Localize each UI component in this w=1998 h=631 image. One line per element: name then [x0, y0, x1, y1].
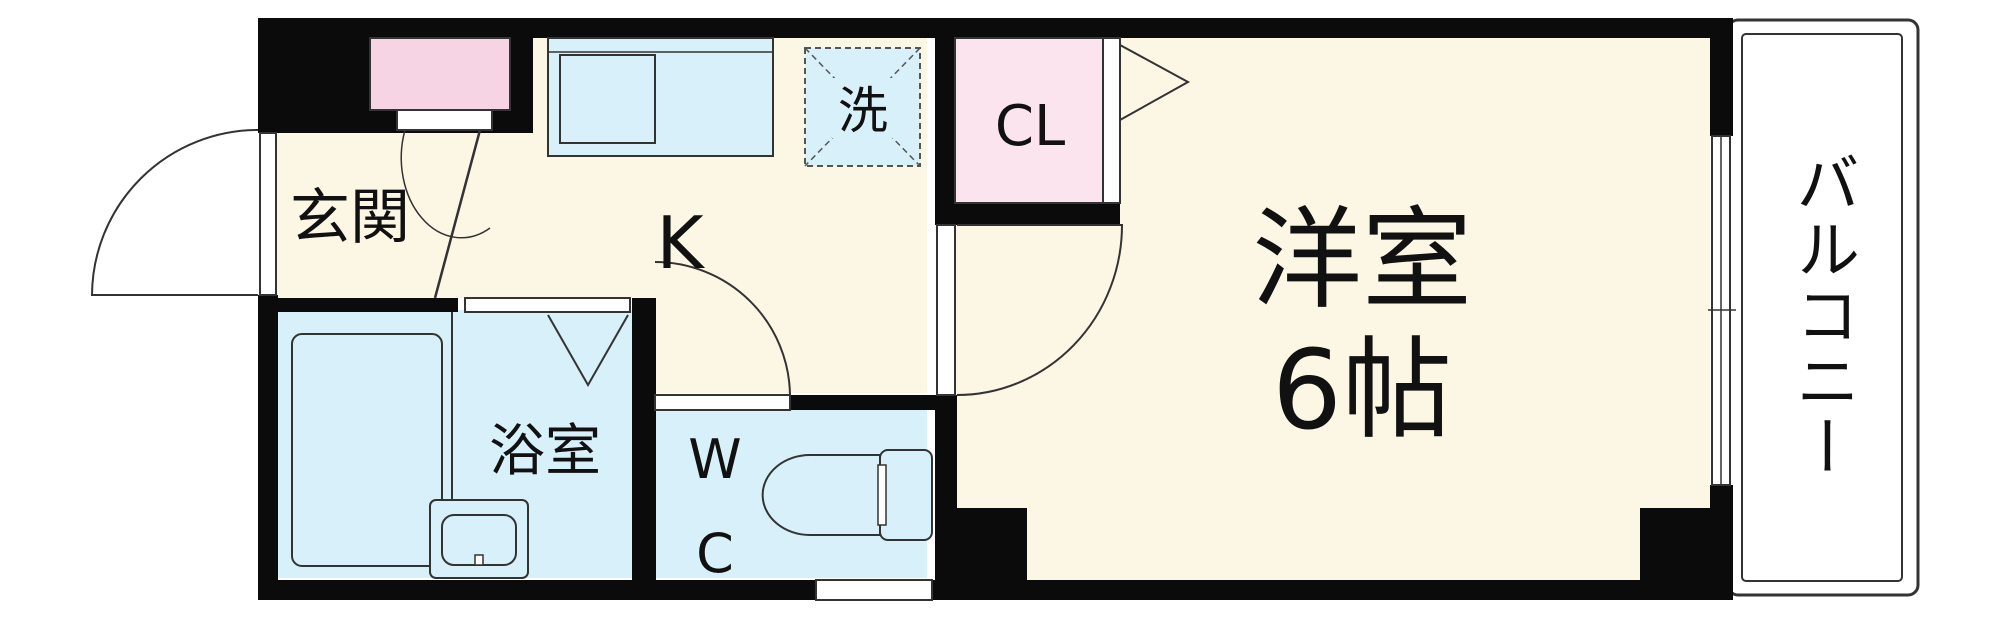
- column-room-bottom-left: [955, 508, 1027, 598]
- wall-top: [258, 18, 1733, 38]
- wall-entrance-bath: [258, 298, 458, 312]
- toilet-tank: [879, 449, 933, 541]
- bath-door-fold: [547, 314, 629, 388]
- closet-door-frame: [1102, 37, 1121, 204]
- bath-label: 浴室: [489, 419, 601, 484]
- wall-right-upper: [1710, 18, 1733, 136]
- toilet-seat-hinge: [877, 464, 887, 526]
- closet-door-swing: [1119, 44, 1191, 121]
- entrance-inner-door: [433, 129, 482, 299]
- bathtub: [291, 333, 443, 567]
- washer-label: 洗: [838, 82, 888, 140]
- wc-label-top: W: [688, 428, 741, 491]
- column-room-bottom-right: [1640, 508, 1730, 598]
- balcony-inner-outline: [1741, 33, 1903, 582]
- entrance-door-swing: [90, 129, 259, 296]
- room-door-swing: [956, 224, 1124, 396]
- balcony-label: バルコニー: [1785, 150, 1859, 480]
- washer-label-bg: [832, 78, 894, 138]
- kitchen-label: K: [656, 201, 705, 285]
- western-room-name: 洋室: [1252, 196, 1472, 324]
- entrance-label: 玄関: [290, 183, 410, 253]
- toilet-bowl: [761, 454, 881, 536]
- wall-hall-wc: [790, 395, 940, 410]
- closet-label: CL: [995, 94, 1065, 159]
- bath-door-frame: [464, 297, 631, 313]
- room-door-frame: [936, 224, 956, 396]
- hall-floor: [655, 298, 927, 393]
- wc-window: [815, 579, 933, 601]
- shoe-box: [369, 37, 511, 111]
- wall-bath-wc: [632, 298, 656, 580]
- wall-closet-bottom: [935, 203, 1120, 225]
- kitchen-sink: [559, 54, 656, 144]
- closet-box: [954, 37, 1104, 204]
- faucet-icon: [474, 554, 484, 566]
- wall-kitchen-room-lower: [935, 395, 957, 600]
- wall-left-lower: [258, 295, 278, 600]
- entrance-door-frame: [259, 132, 277, 296]
- wc-door-swing: [654, 261, 792, 396]
- wall-shoebox-right: [510, 18, 533, 133]
- entrance-inner-swing: [400, 129, 491, 239]
- wall-kitchen-room-upper: [935, 18, 957, 223]
- shoe-box-shelf: [396, 109, 493, 131]
- western-room-size: 6帖: [1272, 326, 1452, 454]
- wc-label-bottom: C: [696, 522, 734, 585]
- wc-door-frame: [654, 394, 791, 411]
